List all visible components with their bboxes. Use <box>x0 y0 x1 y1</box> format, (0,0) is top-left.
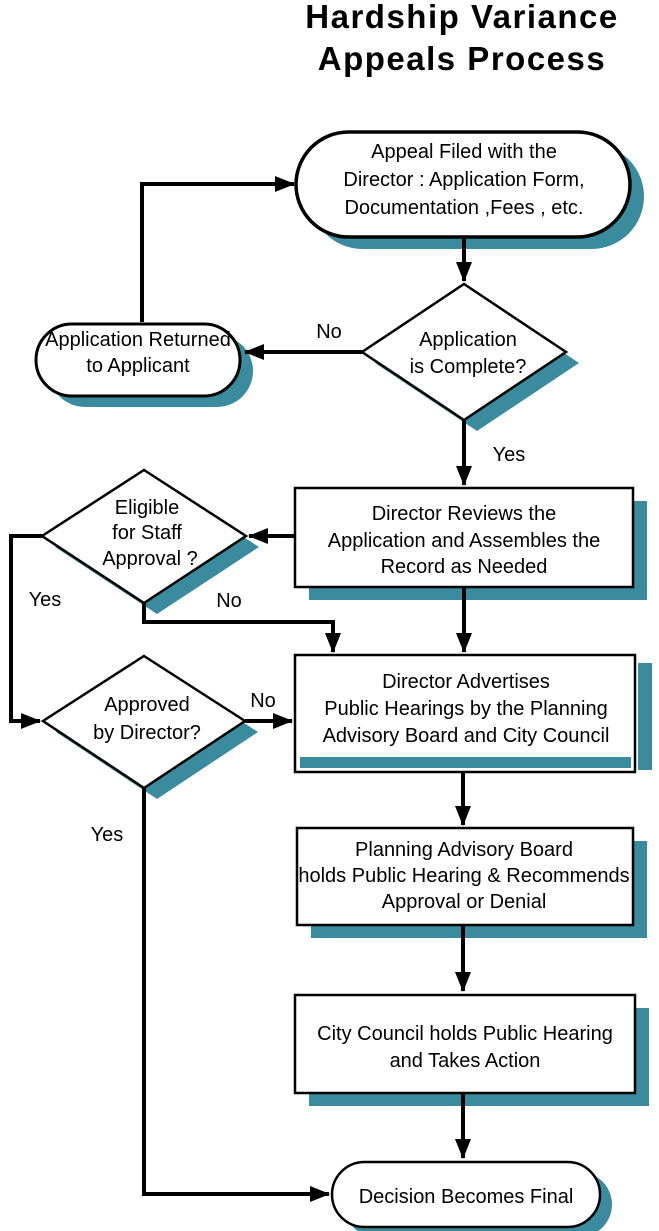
edge-label-complete-no: No <box>316 321 342 343</box>
node-application-returned-line-2: to Applicant <box>86 355 190 377</box>
edge-approved-yes-to-final <box>142 788 330 1202</box>
decision-shape <box>359 282 569 422</box>
node-appeal-filed: Appeal Filed with the Director : Applica… <box>294 130 632 239</box>
node-approved-line-2: by Director? <box>93 722 201 744</box>
node-appeal-filed-line-3: Documentation ,Fees , etc. <box>344 197 583 219</box>
node-city-council: City Council holds Public Hearing and Ta… <box>293 993 637 1095</box>
node-city-council-line-1: City Council holds Public Hearing <box>317 1023 613 1045</box>
edge-label-eligible-no: No <box>216 590 242 612</box>
edge-eligible-no-to-advertises <box>142 603 341 653</box>
process-shape <box>293 653 637 774</box>
node-application-returned-line-1: Application Returned <box>45 329 231 351</box>
process-shape <box>295 826 635 927</box>
node-director-advertises-line-1: Director Advertises <box>382 671 550 693</box>
node-director-reviews-line-2: Application and Assembles the <box>328 530 600 552</box>
edge-label-eligible-yes: Yes <box>29 589 62 611</box>
node-director-advertises-line-2: Public Hearings by the Planning <box>324 698 608 720</box>
node-appeal-filed-line-2: Director : Application Form, <box>343 169 584 191</box>
node-director-advertises: Director Advertises Public Hearings by t… <box>293 653 652 774</box>
node-planning-advisory-board: Planning Advisory Board holds Public Hea… <box>295 826 635 927</box>
process-shape <box>293 486 635 589</box>
node-approved-line-1: Approved <box>104 694 190 716</box>
node-pab-line-2: holds Public Hearing & Recommends <box>298 865 629 887</box>
page-title-line-1: Hardship Variance <box>305 0 618 35</box>
node-director-reviews-line-1: Director Reviews the <box>372 503 557 525</box>
node-approved-by-director: Approved by Director? <box>40 654 248 790</box>
edge-label-approved-yes: Yes <box>91 824 124 846</box>
node-eligible-staff-approval: Eligible for Staff Approval ? <box>39 468 249 605</box>
terminator-shape <box>330 1160 602 1229</box>
node-appeal-filed-line-1: Appeal Filed with the <box>371 141 557 163</box>
edge-returned-to-appeal <box>140 176 295 322</box>
terminator-shape <box>34 322 242 398</box>
edge-label-complete-yes: Yes <box>493 444 526 466</box>
node-decision-final-line-1: Decision Becomes Final <box>359 1186 574 1208</box>
edge-label-approved-no: No <box>250 690 276 712</box>
node-eligible-line-3: Approval ? <box>102 548 198 570</box>
node-application-returned: Application Returned to Applicant <box>34 322 242 398</box>
node-application-complete: Application is Complete? <box>359 282 569 422</box>
node-director-advertises-line-3: Advisory Board and City Council <box>323 725 610 747</box>
node-city-council-line-2: and Takes Action <box>390 1050 541 1072</box>
page-title-line-2: Appeals Process <box>318 40 606 77</box>
node-director-reviews-line-3: Record as Needed <box>381 556 548 578</box>
node-eligible-line-2: for Staff <box>112 522 182 544</box>
director-advertises-shadow-bottom <box>300 757 631 768</box>
director-advertises-shadow-right <box>638 663 652 770</box>
node-eligible-line-1: Eligible <box>115 497 179 519</box>
node-pab-line-3: Approval or Denial <box>382 891 547 913</box>
node-application-complete-line-1: Application <box>419 329 517 351</box>
node-application-complete-line-2: is Complete? <box>410 356 527 378</box>
node-pab-line-1: Planning Advisory Board <box>355 839 573 861</box>
edge-eligible-yes-to-approved <box>9 534 42 729</box>
node-director-reviews: Director Reviews the Application and Ass… <box>293 486 635 589</box>
node-decision-final: Decision Becomes Final <box>330 1160 602 1229</box>
